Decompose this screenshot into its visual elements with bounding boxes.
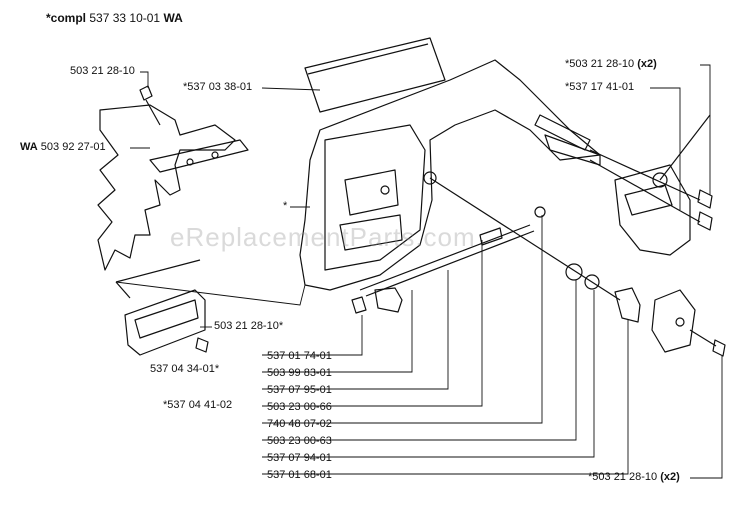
spiked-bumper-part bbox=[97, 104, 236, 271]
stack-item[interactable]: 740 48 07-02 bbox=[267, 418, 332, 430]
label-right-bolt[interactable]: *503 21 28-10 (x2) bbox=[565, 58, 657, 71]
label-right-bolt-qty: (x2) bbox=[637, 58, 657, 70]
assembly-title-suffix: WA bbox=[163, 11, 183, 25]
end-plate-part bbox=[651, 289, 696, 353]
assembly-title-prefix: *compl bbox=[46, 11, 87, 25]
part-number-stack: 537 01 74-01 503 99 83-01 537 07 95-01 5… bbox=[267, 350, 332, 482]
stack-item[interactable]: 537 01 68-01 bbox=[267, 469, 332, 481]
label-bumper-prefix: WA bbox=[20, 141, 38, 153]
stack-item[interactable]: 537 01 74-01 bbox=[267, 350, 332, 362]
label-bolt-top-left[interactable]: 503 21 28-10 bbox=[70, 65, 135, 77]
stack-item[interactable]: 503 99 83-01 bbox=[267, 367, 332, 379]
label-right-bolt-number: *503 21 28-10 bbox=[565, 58, 635, 70]
label-lower-left-bolt[interactable]: 503 21 28-10* bbox=[214, 320, 284, 332]
clutch-cover-part bbox=[299, 59, 601, 291]
label-bottom-right-bolt[interactable]: *503 21 28-10 (x2) bbox=[588, 471, 680, 484]
tensioner-housing-part bbox=[614, 164, 691, 256]
label-bumper-number: 503 92 27-01 bbox=[40, 141, 106, 153]
cover-plate-part bbox=[304, 37, 446, 113]
label-bottom-right-bolt-number: *503 21 28-10 bbox=[588, 471, 658, 483]
chain-guide-part bbox=[124, 289, 206, 356]
assembly-title: *compl 537 33 10-01 WA bbox=[46, 12, 183, 25]
label-bumper[interactable]: WA 503 92 27-01 bbox=[20, 141, 106, 154]
watermark-text: eReplacementParts.com bbox=[170, 222, 476, 252]
label-lower-left-part[interactable]: 537 04 34-01* bbox=[150, 363, 220, 375]
label-right-part[interactable]: *537 17 41-01 bbox=[565, 81, 635, 93]
assembly-title-number: 537 33 10-01 bbox=[89, 11, 161, 25]
label-cover-top[interactable]: *537 03 38-01 bbox=[183, 81, 253, 93]
stack-item[interactable]: 537 07 94-01 bbox=[267, 452, 332, 464]
stack-item[interactable]: 537 07 95-01 bbox=[267, 384, 332, 396]
stack-item[interactable]: 503 23 00-66 bbox=[267, 401, 332, 413]
label-asterisk-mark: * bbox=[283, 200, 288, 212]
label-left-stack[interactable]: *537 04 41-02 bbox=[163, 399, 233, 411]
stack-item[interactable]: 503 23 00-63 bbox=[267, 435, 332, 447]
label-bottom-right-bolt-qty: (x2) bbox=[660, 471, 680, 483]
